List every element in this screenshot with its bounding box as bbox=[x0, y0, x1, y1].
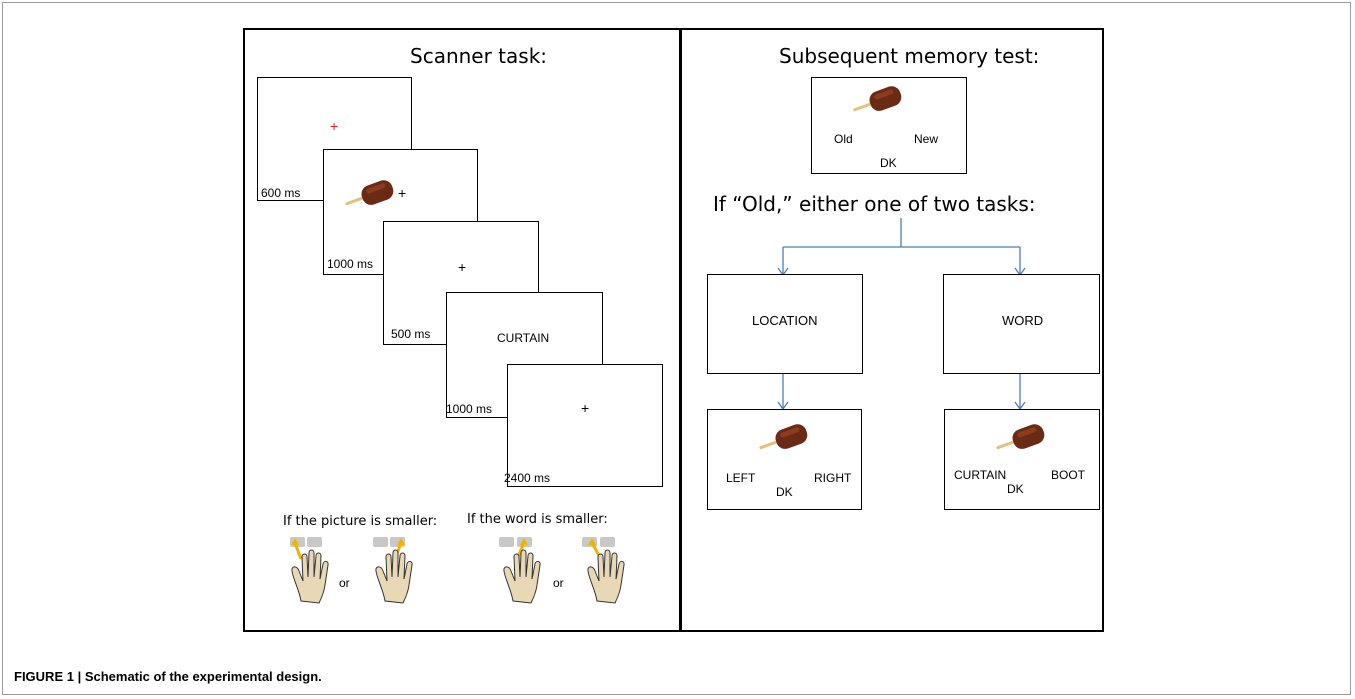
recognition-screen: Old New DK bbox=[811, 77, 967, 174]
scanner-task-panel: Scanner task: + 600 ms + 1000 ms + 500 m… bbox=[243, 28, 682, 632]
new-option: New bbox=[914, 132, 939, 146]
word-task-screen: WORD bbox=[943, 274, 1100, 374]
panel-title: Scanner task: bbox=[410, 44, 548, 68]
word-option-2: BOOT bbox=[1051, 468, 1086, 482]
location-task-screen: LOCATION bbox=[707, 274, 863, 374]
hand-icon bbox=[503, 549, 541, 604]
memory-test-panel: Subsequent memory test: Old New DK If “O… bbox=[679, 28, 1104, 632]
fixation-cross: + bbox=[458, 259, 467, 275]
dk-option: DK bbox=[880, 156, 897, 170]
word-response-screen: CURTAIN BOOT DK bbox=[944, 409, 1100, 510]
word-response-label: If the word is smaller: bbox=[467, 512, 608, 527]
fixation-cross: + bbox=[398, 185, 407, 201]
location-title: LOCATION bbox=[752, 313, 818, 328]
hand-icon bbox=[587, 549, 625, 604]
or-label: or bbox=[339, 576, 350, 590]
hand-icon bbox=[375, 549, 413, 604]
dk-option: DK bbox=[1007, 482, 1024, 496]
picture-response-label: If the picture is smaller: bbox=[283, 514, 438, 529]
or-label: or bbox=[553, 576, 564, 590]
left-option: LEFT bbox=[726, 471, 756, 485]
figure-caption: FIGURE 1 | Schematic of the experimental… bbox=[14, 669, 322, 684]
dk-option: DK bbox=[776, 485, 793, 499]
condition-label: If “Old,” either one of two tasks: bbox=[713, 192, 1036, 216]
duration-label: 600 ms bbox=[261, 186, 301, 200]
fixation-cross: + bbox=[581, 400, 590, 416]
word-stimulus: CURTAIN bbox=[497, 331, 550, 345]
duration-label: 1000 ms bbox=[327, 257, 374, 271]
word-option-1: CURTAIN bbox=[954, 468, 1007, 482]
red-fixation-cross: + bbox=[330, 118, 339, 134]
duration-label: 500 ms bbox=[391, 327, 431, 341]
duration-label: 1000 ms bbox=[446, 402, 493, 416]
word-title: WORD bbox=[1002, 313, 1044, 328]
picture-hand-responses bbox=[290, 537, 413, 604]
old-option: Old bbox=[834, 132, 853, 146]
branch-arrows bbox=[777, 218, 1026, 411]
location-response-screen: LEFT RIGHT DK bbox=[707, 409, 862, 510]
stimulus-screen-5: + bbox=[507, 364, 663, 487]
panel-title: Subsequent memory test: bbox=[779, 44, 1040, 68]
word-hand-responses bbox=[499, 537, 625, 604]
hand-icon bbox=[291, 549, 329, 604]
right-option: RIGHT bbox=[814, 471, 852, 485]
duration-label: 2400 ms bbox=[504, 471, 551, 485]
